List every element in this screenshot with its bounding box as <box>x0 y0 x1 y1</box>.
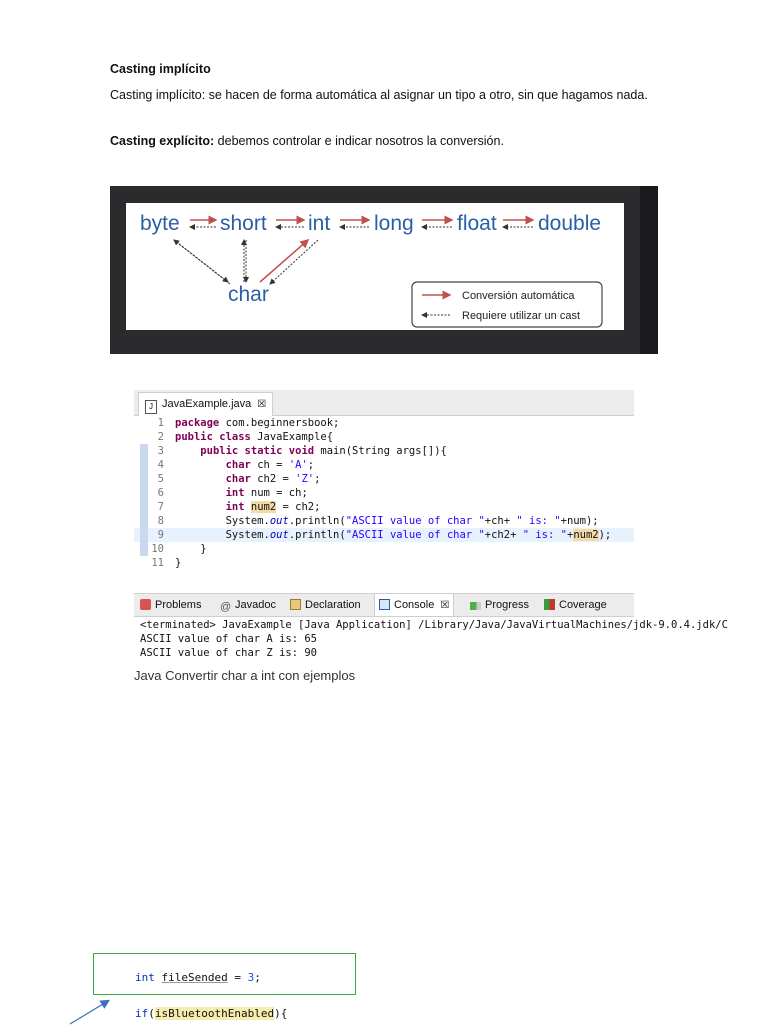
pointer-arrow <box>69 999 111 1025</box>
snippet-line-1: int fileSended = 3; <box>135 971 261 984</box>
tab-javadoc[interactable]: @Javadoc <box>220 599 276 613</box>
type-float: float <box>457 212 497 235</box>
code-line: 7 int num2 = ch2; <box>134 500 634 514</box>
type-short: short <box>220 212 267 235</box>
editor-tab-bar: J JavaExample.java ☒ <box>134 390 634 416</box>
code-line: 8 System.out.println("ASCII value of cha… <box>134 514 634 528</box>
code-line: 3 public static void main(String args[])… <box>134 444 634 458</box>
at-icon: @ <box>220 601 232 613</box>
legend: Conversión automática Requiere utilizar … <box>411 281 603 328</box>
type-int: int <box>308 212 330 235</box>
file-tab-label: JavaExample.java <box>162 398 252 410</box>
implicit-casting-paragraph: Casting implícito: se hacen de forma aut… <box>110 88 648 102</box>
type-long: long <box>374 212 414 235</box>
code-line-current: 9 System.out.println("ASCII value of cha… <box>134 528 634 542</box>
tab-problems[interactable]: Problems <box>140 594 201 616</box>
tab-coverage[interactable]: Coverage <box>544 594 607 616</box>
close-icon[interactable]: ☒ <box>257 399 267 410</box>
tab-console[interactable]: Console☒ <box>374 594 455 616</box>
conversion-arrows <box>173 215 535 285</box>
type-char: char <box>228 283 269 306</box>
code-line: 11} <box>151 557 182 569</box>
code-line: 10 } <box>134 542 634 556</box>
type-double: double <box>538 212 601 235</box>
code-snippet-box <box>93 953 356 995</box>
code-line: 5 char ch2 = 'Z'; <box>134 472 634 486</box>
explicit-casting-text: debemos controlar e indicar nosotros la … <box>214 134 504 148</box>
file-tab[interactable]: J JavaExample.java ☒ <box>138 392 274 416</box>
condition-name: isBluetoothEnabled <box>154 1007 275 1020</box>
close-icon[interactable]: ☒ <box>440 600 450 611</box>
code-line: 6 int num = ch; <box>134 486 634 500</box>
problems-icon <box>140 599 151 610</box>
progress-icon <box>470 602 481 610</box>
console-status-line: <terminated> JavaExample [Java Applicati… <box>140 619 728 631</box>
image-dark-edge <box>640 186 658 354</box>
legend-auto: Conversión automática <box>462 290 575 302</box>
snippet-line-2: if(isBluetoothEnabled){ <box>135 1007 288 1020</box>
casting-diagram-svg: byte short int long float double char <box>140 212 603 328</box>
tab-progress[interactable]: Progress <box>470 594 529 616</box>
bottom-panel-tabs: Problems @Javadoc Declaration Console☒ P… <box>134 593 634 617</box>
image-caption: Java Convertir char a int con ejemplos <box>134 668 356 683</box>
coverage-icon <box>544 599 555 610</box>
legend-cast: Requiere utilizar un cast <box>462 310 580 322</box>
section-heading: Casting implícito <box>110 62 211 76</box>
code-line: 4 char ch = 'A'; <box>134 458 634 472</box>
explicit-casting-term: Casting explícito: <box>110 134 215 148</box>
java-file-icon: J <box>145 400 157 414</box>
console-icon <box>379 599 390 610</box>
variable-name: fileSended <box>161 971 228 984</box>
declaration-icon <box>290 599 301 610</box>
casting-diagram-image: byte short int long float double char <box>110 186 658 354</box>
type-byte: byte <box>140 212 180 235</box>
tab-declaration[interactable]: Declaration <box>290 594 361 616</box>
explicit-casting-paragraph: Casting explícito: debemos controlar e i… <box>110 133 504 150</box>
console-output-line: ASCII value of char A is: 65 <box>140 633 318 645</box>
console-output-line: ASCII value of char Z is: 90 <box>140 647 318 659</box>
